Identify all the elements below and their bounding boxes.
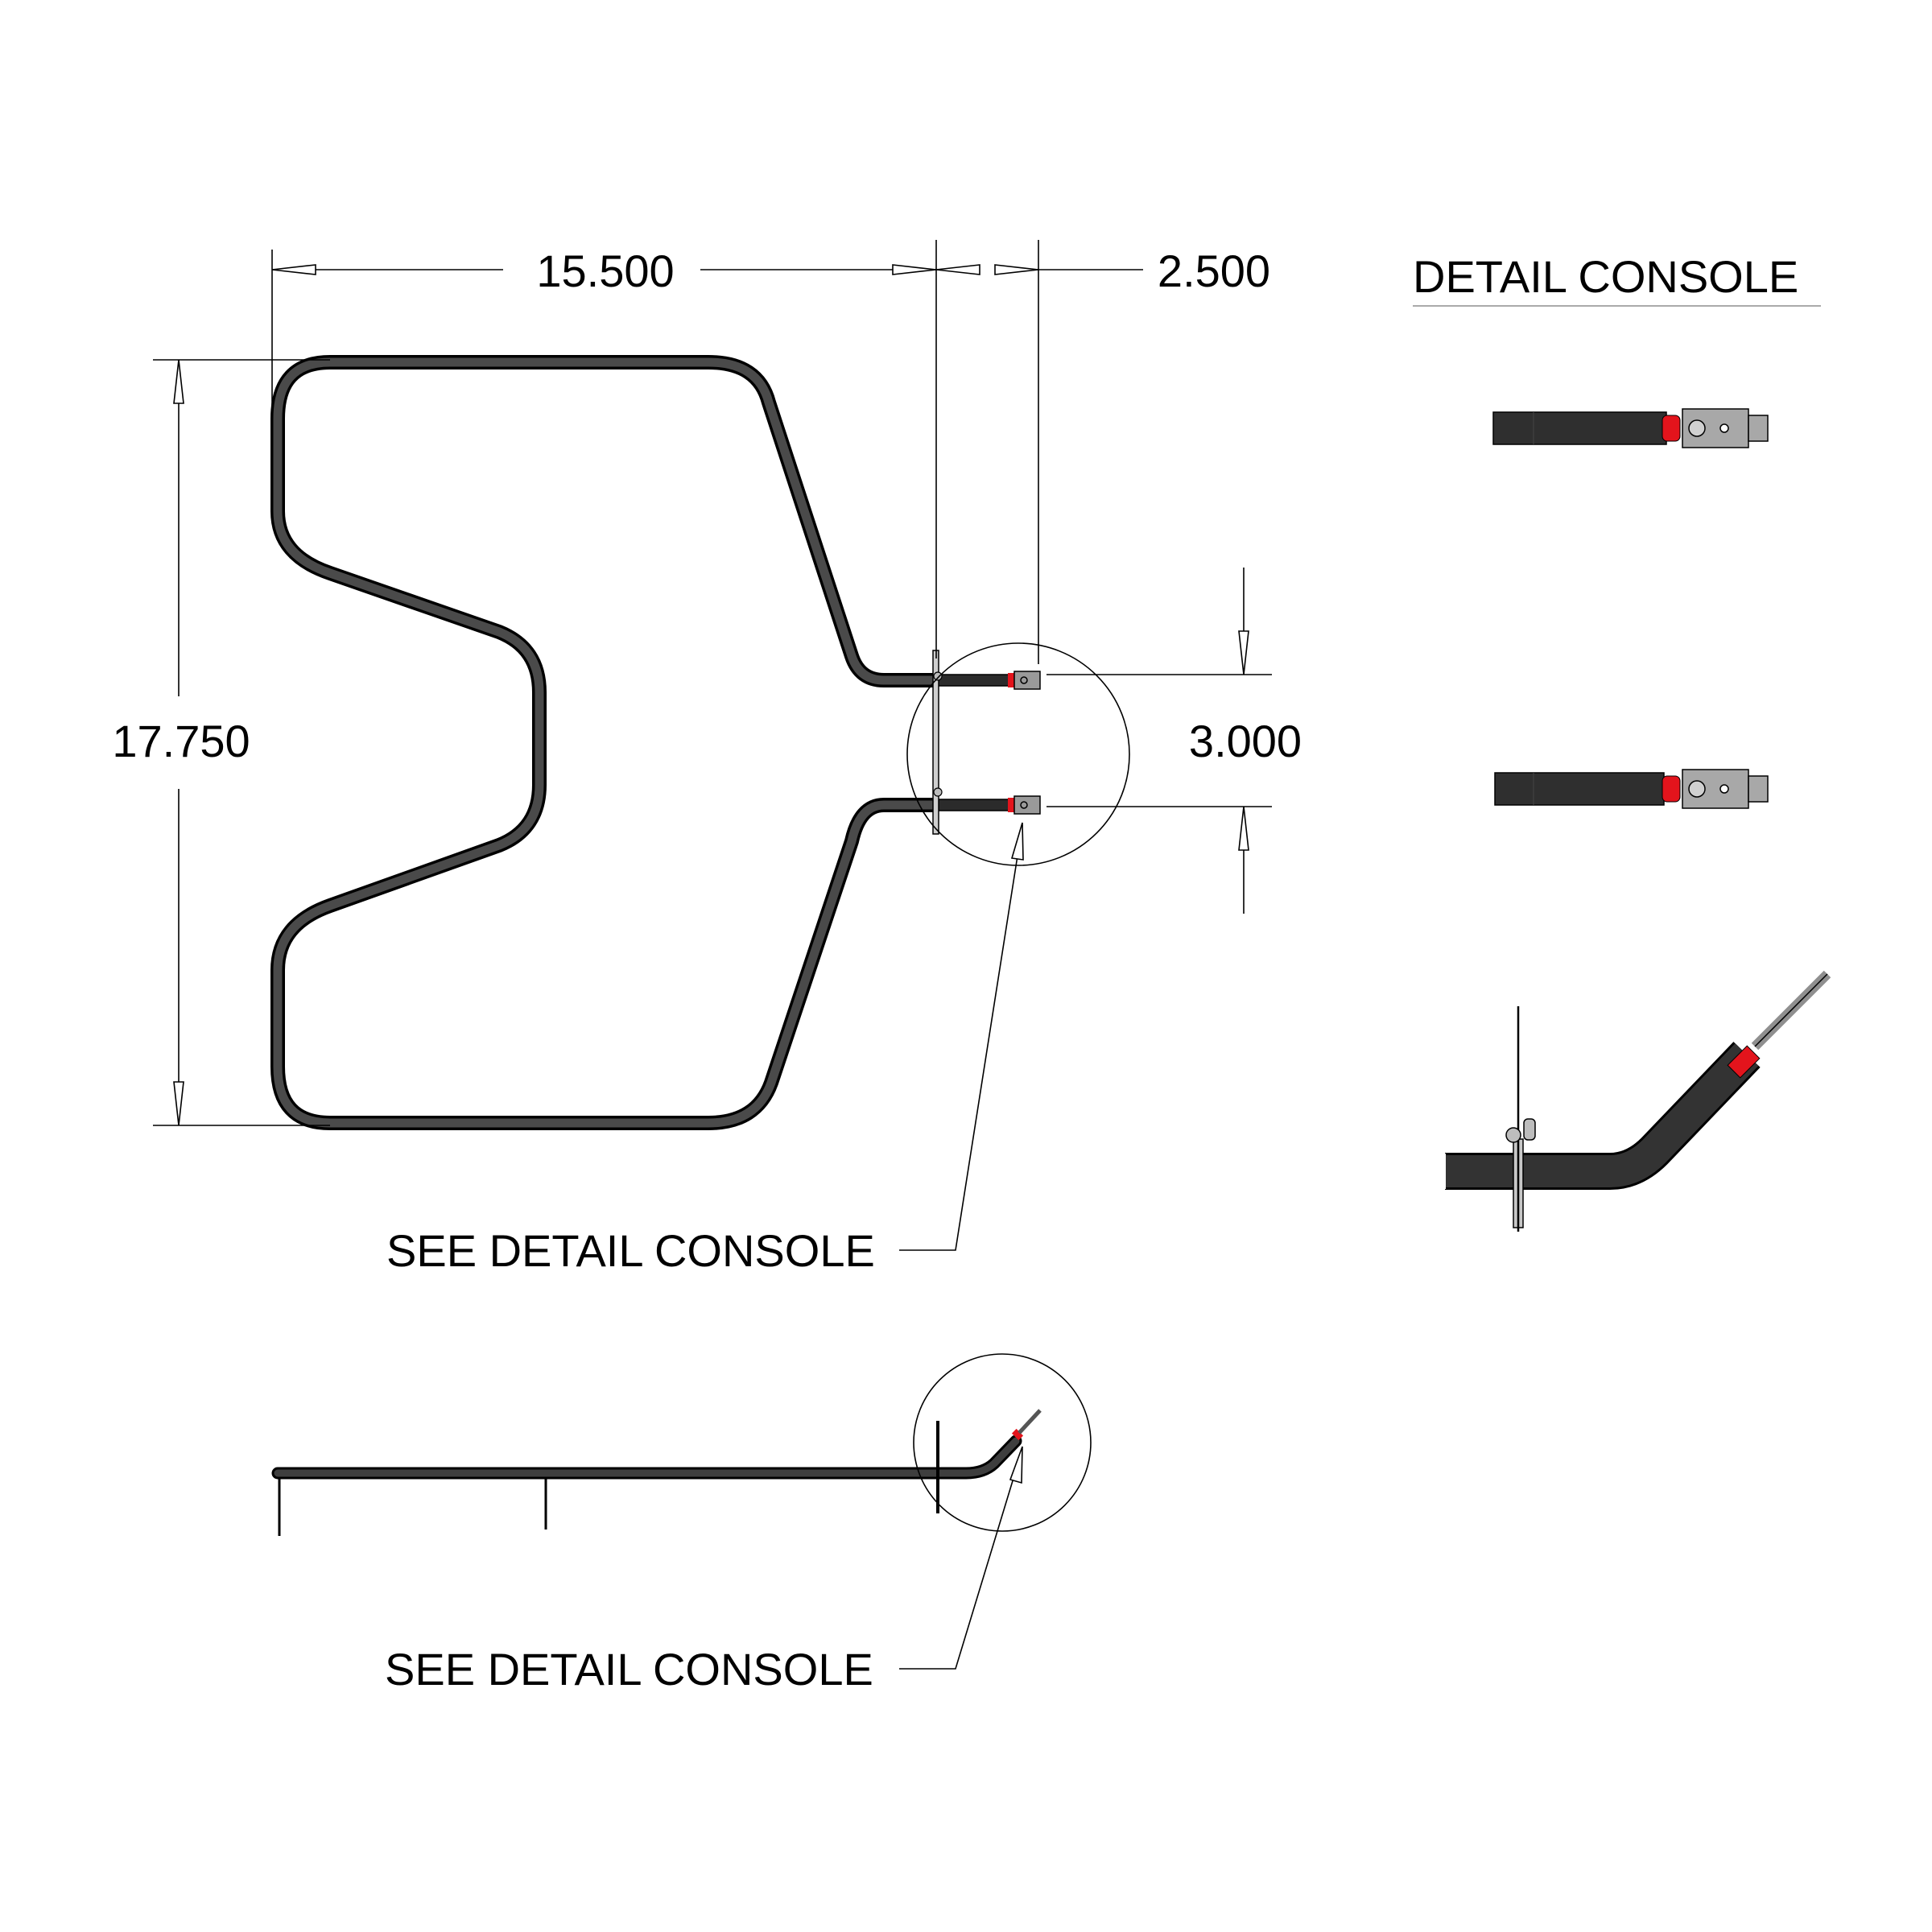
detail-title: DETAIL CONSOLE (1413, 251, 1798, 302)
detail-terminal-upper (1492, 408, 1769, 448)
detail-terminal-bent (1441, 970, 1831, 1232)
callout-top-view: SEE DETAIL CONSOLE (386, 1225, 875, 1276)
side-view-insulator (1011, 1428, 1024, 1441)
element-side-view (271, 1409, 1042, 1536)
dim-height-overall: 17.750 (112, 716, 250, 766)
detail-circle-top (899, 642, 1130, 1251)
bracket-screw-lower (933, 787, 943, 797)
side-view-tube (271, 1435, 1022, 1480)
upper-terminal-end (933, 671, 1041, 690)
dimension-lines (153, 240, 1272, 1126)
dim-width-terminal: 2.500 (1158, 246, 1270, 296)
element-top-view (270, 355, 1041, 1130)
detail-circle-side (899, 1353, 1092, 1670)
callout-side-view: SEE DETAIL CONSOLE (385, 1644, 873, 1695)
dim-width-main: 15.500 (536, 246, 674, 296)
dim-terminal-spacing: 3.000 (1189, 716, 1302, 766)
detail-terminal-lower (1494, 769, 1769, 809)
bracket-screw-upper (933, 671, 943, 681)
lower-terminal-end (933, 795, 1041, 815)
side-view-terminal (1018, 1409, 1042, 1435)
heating-element-tube-fill (273, 357, 934, 1128)
heating-element-tube (270, 355, 934, 1130)
